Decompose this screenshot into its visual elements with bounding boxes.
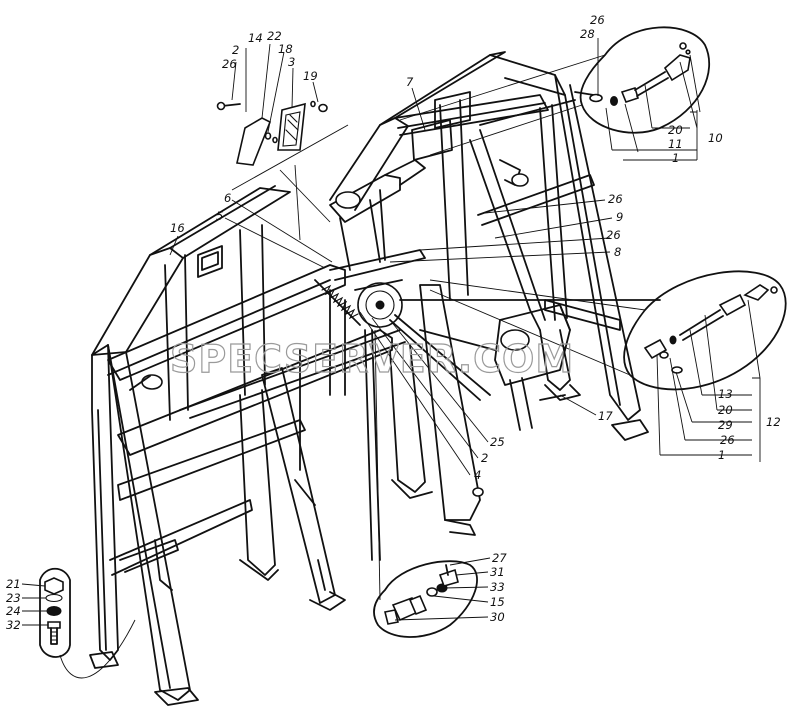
callout-1: 1 (718, 448, 725, 462)
pedal-detail-group (216, 100, 349, 241)
callout-8: 8 (614, 245, 621, 259)
rear-portal-frame (329, 51, 649, 441)
callout-12: 12 (766, 415, 781, 429)
callout-labels: 2 26 14 22 18 3 19 7 26 28 20 11 1 10 6 … (6, 13, 781, 632)
callout-26: 26 (606, 228, 621, 242)
callout-29: 29 (718, 418, 733, 432)
detail-oval-10 (399, 26, 710, 161)
callout-5: 5 (216, 209, 223, 223)
callout-28: 28 (580, 27, 595, 41)
detail-oval-12 (429, 270, 787, 462)
callout-27: 27 (492, 551, 507, 565)
callout-16: 16 (170, 221, 185, 235)
callout-21: 21 (6, 577, 21, 591)
callout-9: 9 (616, 210, 623, 224)
callout-22: 22 (267, 29, 282, 43)
callout-23: 23 (6, 591, 21, 605)
callout-10: 10 (708, 131, 723, 145)
callout-18: 18 (278, 42, 293, 56)
callout-2: 2 (481, 451, 488, 465)
callout-25: 25 (490, 435, 505, 449)
callout-32: 32 (6, 618, 21, 632)
callout-11: 11 (668, 137, 683, 151)
callout-2: 2 (232, 43, 239, 57)
callout-15: 15 (490, 595, 505, 609)
callout-24: 24 (6, 604, 21, 618)
callout-19: 19 (303, 69, 318, 83)
callout-30: 30 (490, 610, 505, 624)
callout-13: 13 (718, 387, 733, 401)
callout-20: 20 (718, 403, 733, 417)
callout-26: 26 (222, 57, 237, 71)
callout-7: 7 (406, 75, 414, 89)
callout-31: 31 (490, 565, 505, 579)
callout-26: 26 (590, 13, 605, 27)
watermark-text: SPECSERVER.COM (170, 337, 574, 381)
callout-26: 26 (608, 192, 623, 206)
callout-20: 20 (668, 123, 683, 137)
callout-17: 17 (598, 409, 613, 423)
callout-3: 3 (288, 55, 295, 69)
callout-leaders (169, 43, 613, 476)
callout-4: 4 (474, 468, 481, 482)
callout-33: 33 (490, 580, 505, 594)
callout-6: 6 (224, 191, 231, 205)
front-portal-frame (89, 185, 406, 706)
central-mechanism (261, 159, 661, 611)
callout-14: 14 (248, 31, 263, 45)
detail-oval-pivot (373, 329, 491, 638)
callout-1: 1 (672, 151, 679, 165)
detail-oval-bolt (21, 567, 136, 679)
callout-26: 26 (720, 433, 735, 447)
